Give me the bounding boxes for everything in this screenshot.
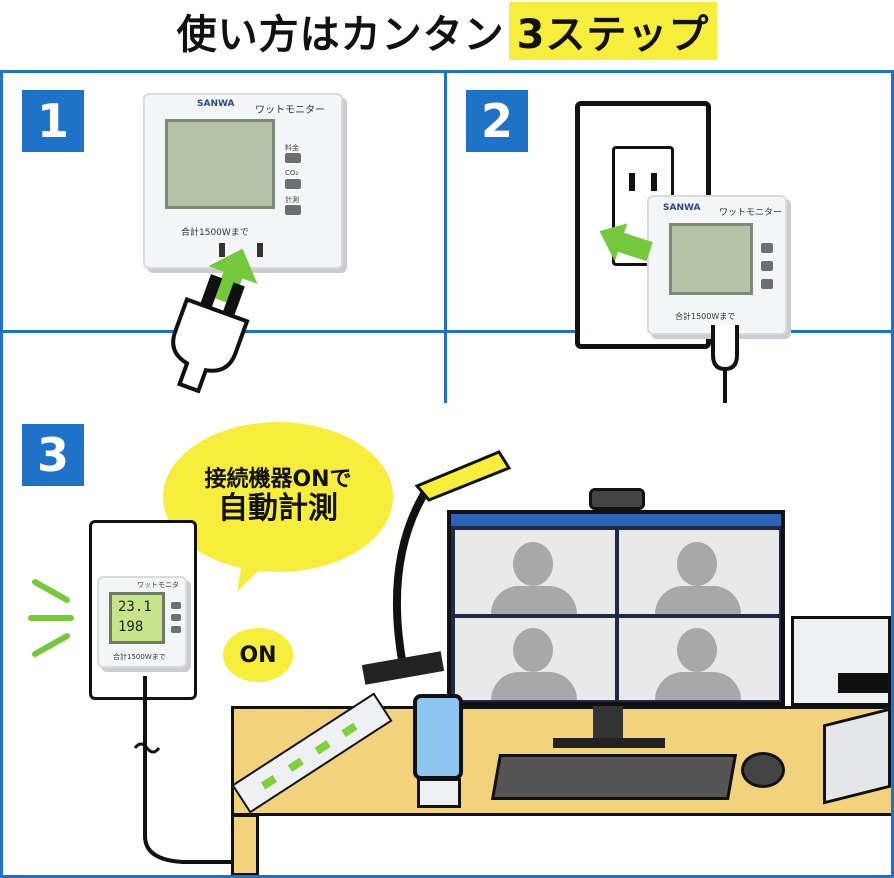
video-tile — [455, 530, 615, 614]
person-icon — [513, 628, 553, 672]
smartphone-icon — [413, 694, 463, 780]
device-lcd — [669, 223, 753, 295]
person-icon — [655, 586, 741, 614]
divider-horizontal — [0, 330, 894, 333]
video-tile — [619, 530, 779, 614]
speech-bubble-on: ON — [223, 628, 293, 682]
device-note: 合計1500Wまで — [675, 312, 736, 321]
button-label-price: 料金 — [285, 144, 299, 152]
button-label-measure: 計測 — [285, 196, 299, 204]
activity-lines-icon — [28, 579, 74, 657]
title-main: 使い方はカンタン — [176, 12, 505, 58]
step-3-badge: 3 — [22, 424, 84, 486]
person-icon — [655, 672, 741, 700]
co2-button — [285, 179, 301, 189]
power-cord-icon — [711, 325, 739, 403]
person-icon — [677, 542, 717, 586]
watt-monitor-device: SANWA ワットモニター 料金 CO₂ 計測 合計1500Wまで — [143, 93, 343, 269]
mouse-icon — [741, 752, 785, 788]
socket-indicator — [287, 757, 304, 772]
watt-monitor-device: SANWA ワットモニター 合計1500Wまで — [647, 195, 787, 335]
device-brand: SANWA — [197, 99, 235, 109]
person-icon — [677, 628, 717, 672]
computer-monitor — [447, 510, 785, 706]
desk-leg — [231, 814, 259, 875]
socket-indicator — [341, 722, 358, 738]
monitor-base — [553, 738, 665, 748]
device-brand: SANWA — [663, 203, 701, 213]
title-highlight: 3ステップ — [508, 2, 718, 60]
device-name: ワットモニター — [255, 105, 325, 116]
video-tile — [619, 618, 779, 700]
price-button — [761, 243, 773, 253]
green-arrow-icon — [599, 223, 653, 262]
device-lcd — [165, 119, 275, 209]
laptop-icon — [823, 707, 891, 805]
power-cord-line — [133, 676, 243, 864]
phone-stand — [417, 778, 461, 808]
device-lcd: 23.1 198 — [109, 592, 165, 644]
device-note: 合計1500Wまで — [181, 228, 249, 238]
video-call-titlebar — [451, 514, 781, 526]
watt-monitor-device: ワットモニター 23.1 198 合計1500Wまで — [97, 576, 187, 668]
co2-button — [171, 614, 181, 621]
measure-button — [761, 279, 773, 289]
step-1-badge: 1 — [22, 90, 84, 152]
step-2-badge: 2 — [466, 90, 528, 152]
person-icon — [491, 672, 577, 700]
printer-slot — [838, 673, 888, 693]
display-reading-top: 23.1 — [118, 599, 152, 615]
person-icon — [491, 586, 577, 614]
outlet-slot — [219, 243, 225, 257]
printer-icon — [791, 616, 891, 706]
steps-grid — [0, 70, 894, 878]
step-1-panel: SANWA ワットモニター 料金 CO₂ 計測 合計1500Wまで — [3, 73, 444, 403]
video-tile — [455, 618, 615, 700]
socket-indicator — [260, 774, 277, 790]
price-button — [285, 153, 301, 163]
desk-lamp-icon — [361, 450, 512, 685]
person-icon — [513, 542, 553, 586]
display-reading-bottom: 198 — [118, 619, 144, 635]
keyboard-icon — [490, 754, 738, 800]
step-2-panel: SANWA ワットモニター 合計1500Wまで — [447, 73, 891, 403]
step-3-panel: 接続機器ONで 自動計測 ON ワットモニター 23.1 198 合計1500W… — [3, 406, 891, 875]
outlet-slot — [629, 173, 635, 191]
device-name: ワットモニター — [719, 208, 783, 218]
green-arrow-icon — [208, 248, 258, 305]
power-plug-icon — [171, 274, 250, 394]
bubble-line-2: 自動計測 — [218, 491, 338, 527]
price-button — [171, 602, 181, 609]
bubble-tail — [237, 556, 273, 592]
page-title: 使い方はカンタン 3ステップ — [0, 0, 894, 62]
co2-button — [761, 261, 773, 271]
measure-button — [171, 626, 181, 633]
bubble-line-1: 接続機器ONで — [204, 467, 352, 493]
measure-button — [285, 205, 301, 215]
monitor-stand — [593, 706, 623, 742]
outlet-slot — [651, 173, 657, 191]
speech-bubble-auto-measure: 接続機器ONで 自動計測 — [163, 422, 393, 572]
outlet-slot — [257, 243, 263, 257]
button-label-co2: CO₂ — [285, 169, 299, 177]
divider-vertical — [444, 70, 447, 403]
device-note: 合計1500Wまで — [113, 653, 166, 661]
socket-indicator — [314, 740, 331, 755]
webcam-icon — [589, 488, 645, 510]
